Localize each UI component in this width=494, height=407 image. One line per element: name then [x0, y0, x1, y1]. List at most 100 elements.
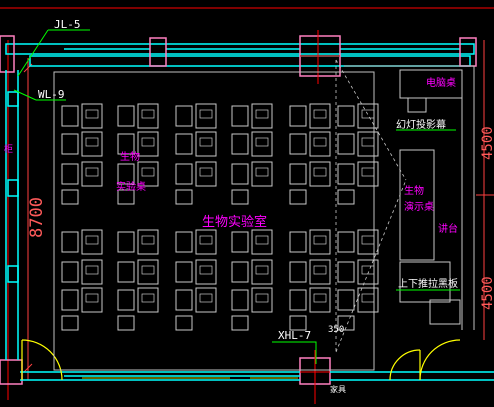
lab-table-top-6-stool: [337, 133, 355, 155]
lab-table-bottom-6-sink: [361, 265, 375, 275]
lab-table-bottom-6-desk: [357, 287, 379, 313]
lab-table-bottom-6-sink: [361, 235, 375, 245]
lab-table-bottom-2-desk: [137, 229, 159, 255]
lab-table-bottom-5-desk: [309, 287, 331, 313]
lab-table-bottom-4-end-stool: [231, 315, 249, 331]
label-bottom: 家具: [330, 384, 346, 394]
lab-table-bottom-1-desk: [81, 229, 103, 255]
label-xhl7: XHL-7: [278, 329, 311, 342]
lab-table-top-5-sink: [313, 137, 327, 147]
lab-table-top-1-stool: [61, 105, 79, 127]
lab-table-bottom-2-sink: [141, 235, 155, 245]
lab-table-top-1-desk: [81, 161, 103, 187]
lab-table-bottom-2-desk: [137, 287, 159, 313]
lab-table-top-2-sink: [141, 167, 155, 177]
lab-table-top-4-sink: [255, 167, 269, 177]
lab-table-bottom-3-sink: [199, 235, 213, 245]
lab-table-bottom-6-desk: [357, 259, 379, 285]
top-wall: [5, 43, 475, 67]
label-wl9: WL-9: [38, 88, 65, 101]
right-dimension: [476, 40, 494, 340]
lab-table-bottom-4-desk: [251, 287, 273, 313]
lab-table-top-1-end-stool: [61, 189, 79, 205]
lab-table-top-3-desk: [195, 103, 217, 129]
lab-table-top-5-sink: [313, 109, 327, 119]
lab-table-bottom-4-sink: [255, 235, 269, 245]
doors: [21, 339, 461, 381]
lab-table-bottom-2-end-stool: [117, 315, 135, 331]
lab-table-bottom-5-sink: [313, 293, 327, 303]
lab-table-bottom-3-stool: [175, 289, 193, 311]
lab-table-bottom-2-sink: [141, 293, 155, 303]
label-teacher-desk: 讲台: [438, 222, 458, 235]
lab-table-bottom-6-sink: [361, 293, 375, 303]
lab-table-top-6-desk: [357, 161, 379, 187]
lab-table-top-6-sink: [361, 137, 375, 147]
lab-table-top-3-end-stool: [175, 189, 193, 205]
lab-table-top-3-sink: [199, 167, 213, 177]
lab-table-bottom-1-stool: [61, 231, 79, 253]
lab-table-bottom-4-sink: [255, 265, 269, 275]
lab-table-top-5-desk: [309, 161, 331, 187]
lab-table-bottom-5-desk: [309, 259, 331, 285]
lab-tables: [61, 103, 379, 331]
lab-table-top-2-sink: [141, 109, 155, 119]
lab-table-bottom-5-desk: [309, 229, 331, 255]
label-bio-lab-2: 实验桌: [116, 180, 146, 193]
lab-table-bottom-5-stool: [289, 261, 307, 283]
lab-table-top-1-desk: [81, 131, 103, 157]
dim-right-top: 4500: [480, 126, 494, 160]
lab-table-top-5-stool: [289, 133, 307, 155]
lab-table-top-4-end-stool: [231, 189, 249, 205]
bottom-wall: [20, 371, 494, 381]
label-jl5: JL-5: [54, 18, 81, 31]
lab-table-top-1-sink: [85, 167, 99, 177]
lab-table-top-6-end-stool: [337, 189, 355, 205]
lab-table-bottom-1-desk: [81, 259, 103, 285]
right-furniture: [399, 69, 463, 330]
lab-table-top-6-stool: [337, 105, 355, 127]
label-room: 生物实验室: [202, 214, 267, 230]
lab-table-bottom-2-stool: [117, 289, 135, 311]
lab-table-bottom-6-stool: [337, 261, 355, 283]
label-cabinet: 柜: [4, 143, 13, 155]
lab-table-top-1-stool: [61, 163, 79, 185]
lab-table-bottom-6-stool: [337, 289, 355, 311]
lab-table-bottom-3-desk: [195, 259, 217, 285]
lab-table-top-2-sink: [141, 137, 155, 147]
lab-table-top-4-desk: [251, 161, 273, 187]
lab-table-top-4-stool: [231, 133, 249, 155]
lab-table-bottom-1-stool: [61, 261, 79, 283]
lab-table-top-2-desk: [137, 161, 159, 187]
dim-right-bottom: 4500: [480, 276, 494, 310]
lab-table-bottom-3-stool: [175, 231, 193, 253]
lab-table-top-3-sink: [199, 109, 213, 119]
lab-table-bottom-3-stool: [175, 261, 193, 283]
lab-table-top-6-stool: [337, 163, 355, 185]
lab-table-top-6-desk: [357, 131, 379, 157]
lab-table-bottom-2-stool: [117, 261, 135, 283]
lab-table-top-5-sink: [313, 167, 327, 177]
lab-table-top-1-stool: [61, 133, 79, 155]
lab-table-top-2-desk: [137, 103, 159, 129]
lab-table-top-6-sink: [361, 167, 375, 177]
label-bio-lab-1: 生物: [120, 150, 140, 163]
lab-table-bottom-2-stool: [117, 231, 135, 253]
lab-table-top-3-stool: [175, 163, 193, 185]
lab-table-bottom-6-end-stool: [337, 315, 355, 331]
lab-table-bottom-5-stool: [289, 231, 307, 253]
lab-table-bottom-4-desk: [251, 259, 273, 285]
dim-height: 8700: [27, 197, 47, 238]
lab-table-top-5-desk: [309, 103, 331, 129]
lab-table-bottom-3-sink: [199, 293, 213, 303]
lab-table-top-4-stool: [231, 105, 249, 127]
leader-lines: [13, 29, 460, 364]
lab-table-bottom-1-sink: [85, 293, 99, 303]
label-computer-desk: 电脑桌: [426, 76, 456, 89]
lab-table-bottom-2-sink: [141, 265, 155, 275]
label-bio-demo-1: 生物: [404, 184, 424, 197]
lab-table-top-3-sink: [199, 137, 213, 147]
lab-table-bottom-5-end-stool: [289, 315, 307, 331]
lab-table-bottom-1-sink: [85, 265, 99, 275]
column-center-marks: [300, 30, 340, 404]
